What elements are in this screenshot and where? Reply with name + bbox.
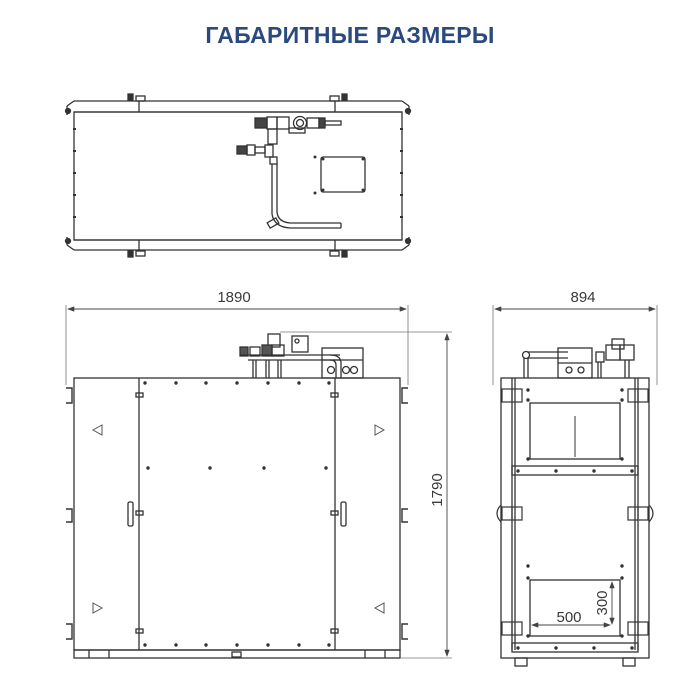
door-handle-right xyxy=(340,501,347,527)
direction-arrow-icon xyxy=(374,424,386,436)
door-handle-left xyxy=(127,501,134,527)
page-title: ГАБАРИТНЫЕ РАЗМЕРЫ xyxy=(205,22,495,48)
top-view xyxy=(64,93,412,258)
front-dimension-height: 1790 xyxy=(280,331,452,659)
dimension-500: 500 xyxy=(556,609,581,626)
side-equipment xyxy=(521,338,635,379)
dimension-300: 300 xyxy=(594,590,611,615)
dimension-1790: 1790 xyxy=(429,473,446,506)
direction-arrow-icon xyxy=(91,424,103,436)
front-dimension-width: 1890 xyxy=(65,289,409,385)
side-dimension-width: 894 xyxy=(492,289,658,385)
pipework-top xyxy=(236,115,342,229)
dimension-894: 894 xyxy=(570,289,595,306)
front-view xyxy=(66,333,408,659)
dimension-1890: 1890 xyxy=(217,289,250,306)
direction-arrow-icon xyxy=(92,602,104,614)
front-equipment xyxy=(239,333,364,379)
side-view xyxy=(496,338,654,667)
side-opening-dimensions: 500 300 xyxy=(531,581,615,628)
direction-arrow-icon xyxy=(373,602,385,614)
